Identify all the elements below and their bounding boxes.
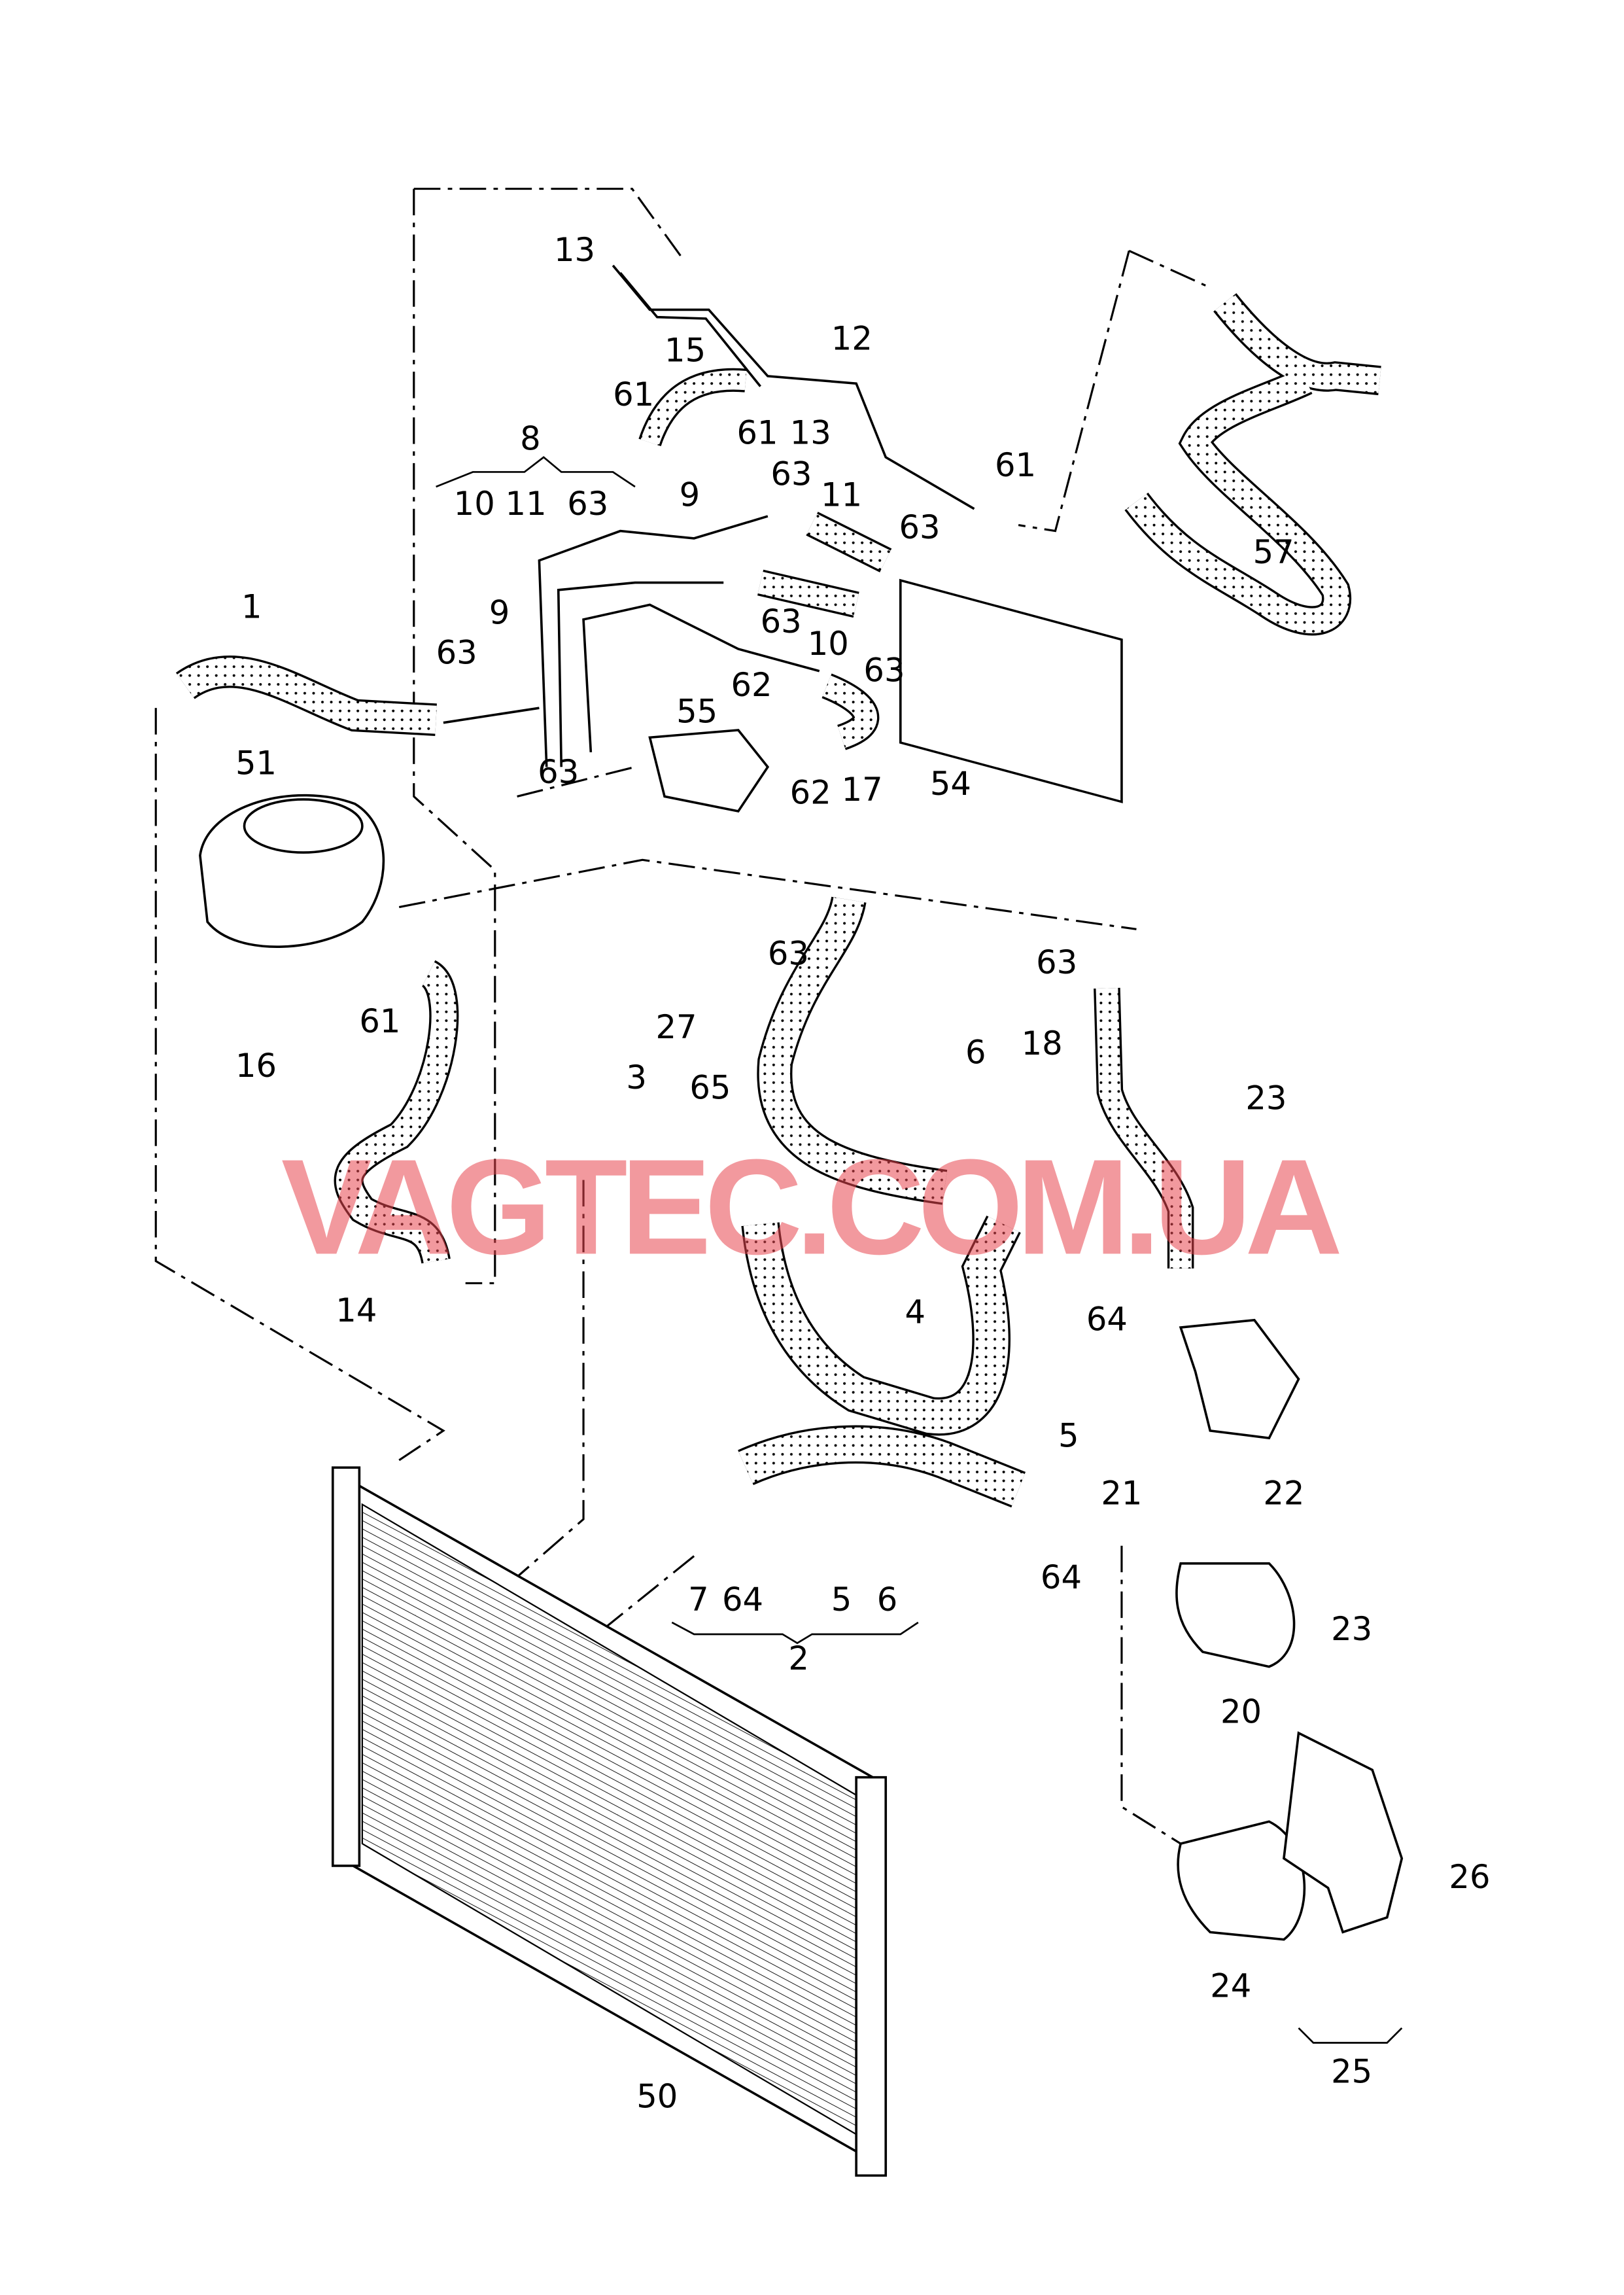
- callout-label: 63: [770, 455, 812, 493]
- callout-label: 63: [1036, 943, 1077, 981]
- callout-label: 26: [1449, 1858, 1490, 1896]
- callout-label: 8: [520, 420, 541, 458]
- bracket-26: [1283, 1731, 1404, 1934]
- callout-label: 65: [689, 1069, 731, 1107]
- callout-label: 62: [790, 774, 831, 812]
- callout-label: 7: [688, 1581, 709, 1619]
- callout-label: 51: [235, 745, 277, 782]
- callout-label: 4: [905, 1293, 926, 1331]
- callout-label: 20: [1220, 1692, 1262, 1730]
- callout-labels: 13 12 15 61 61 13 8 10 11 63 9 63 11 61 …: [235, 231, 1491, 2116]
- pump-20: [1175, 1562, 1296, 1668]
- callout-label: 9: [680, 476, 700, 514]
- callout-label: 5: [831, 1581, 852, 1619]
- callout-label: 15: [665, 331, 706, 369]
- callout-label: 63: [538, 753, 579, 791]
- callout-label: 64: [1041, 1558, 1082, 1596]
- egr-cooler-54: [899, 578, 1123, 803]
- callout-label: 24: [1210, 1967, 1251, 2005]
- callout-label: 13: [554, 231, 595, 269]
- callout-label: 64: [1086, 1301, 1128, 1339]
- callout-label: 10: [808, 625, 849, 663]
- callout-label: 61: [613, 376, 654, 413]
- callout-label: 21: [1101, 1475, 1142, 1513]
- callout-label: 6: [965, 1033, 986, 1071]
- group-brackets: [436, 456, 1403, 2044]
- callout-label: 63: [436, 634, 477, 672]
- callout-label: 6: [877, 1581, 898, 1619]
- hoses: [175, 293, 1381, 1508]
- callout-label: 11: [821, 476, 862, 514]
- callout-label: 10: [454, 485, 495, 523]
- callout-label: 17: [842, 771, 883, 809]
- callout-label: 12: [831, 319, 872, 357]
- callout-label: 64: [722, 1581, 763, 1619]
- pipes: [443, 264, 975, 767]
- parts: [199, 578, 1404, 2177]
- callout-label: 1: [241, 588, 262, 626]
- callout-label: 61: [359, 1002, 400, 1040]
- callout-label: 22: [1263, 1475, 1304, 1513]
- callout-label: 16: [235, 1047, 277, 1085]
- callout-label: 13: [790, 414, 831, 452]
- bracket-22: [1179, 1318, 1300, 1440]
- callout-label: 5: [1058, 1417, 1079, 1455]
- callout-label: 11: [506, 485, 547, 523]
- callout-label: 62: [731, 666, 772, 704]
- valve-55: [648, 729, 770, 813]
- callout-label: 2: [788, 1639, 809, 1677]
- callout-label: 50: [636, 2078, 678, 2116]
- callout-label: 57: [1253, 533, 1294, 571]
- callout-label: 63: [768, 934, 809, 972]
- callout-label: 63: [567, 485, 608, 523]
- radiator-50: [331, 1466, 888, 2177]
- callout-label: 61: [995, 446, 1036, 484]
- callout-label: 3: [626, 1059, 647, 1096]
- callout-label: 25: [1331, 2052, 1372, 2090]
- callout-label: 23: [1331, 1610, 1372, 1648]
- callout-label: 9: [489, 594, 510, 632]
- callout-label: 23: [1245, 1079, 1287, 1117]
- callout-label: 63: [761, 603, 802, 640]
- callout-label: 54: [930, 765, 971, 803]
- callout-label: 63: [899, 508, 941, 546]
- callout-label: 27: [656, 1008, 697, 1046]
- callout-label: 18: [1022, 1025, 1063, 1062]
- callout-label: 55: [676, 693, 717, 731]
- callout-label: 63: [863, 652, 905, 690]
- watermark: VAGTEC.COM.UA: [281, 1130, 1343, 1282]
- callout-label: 14: [336, 1291, 377, 1329]
- callout-label: 61: [737, 414, 778, 452]
